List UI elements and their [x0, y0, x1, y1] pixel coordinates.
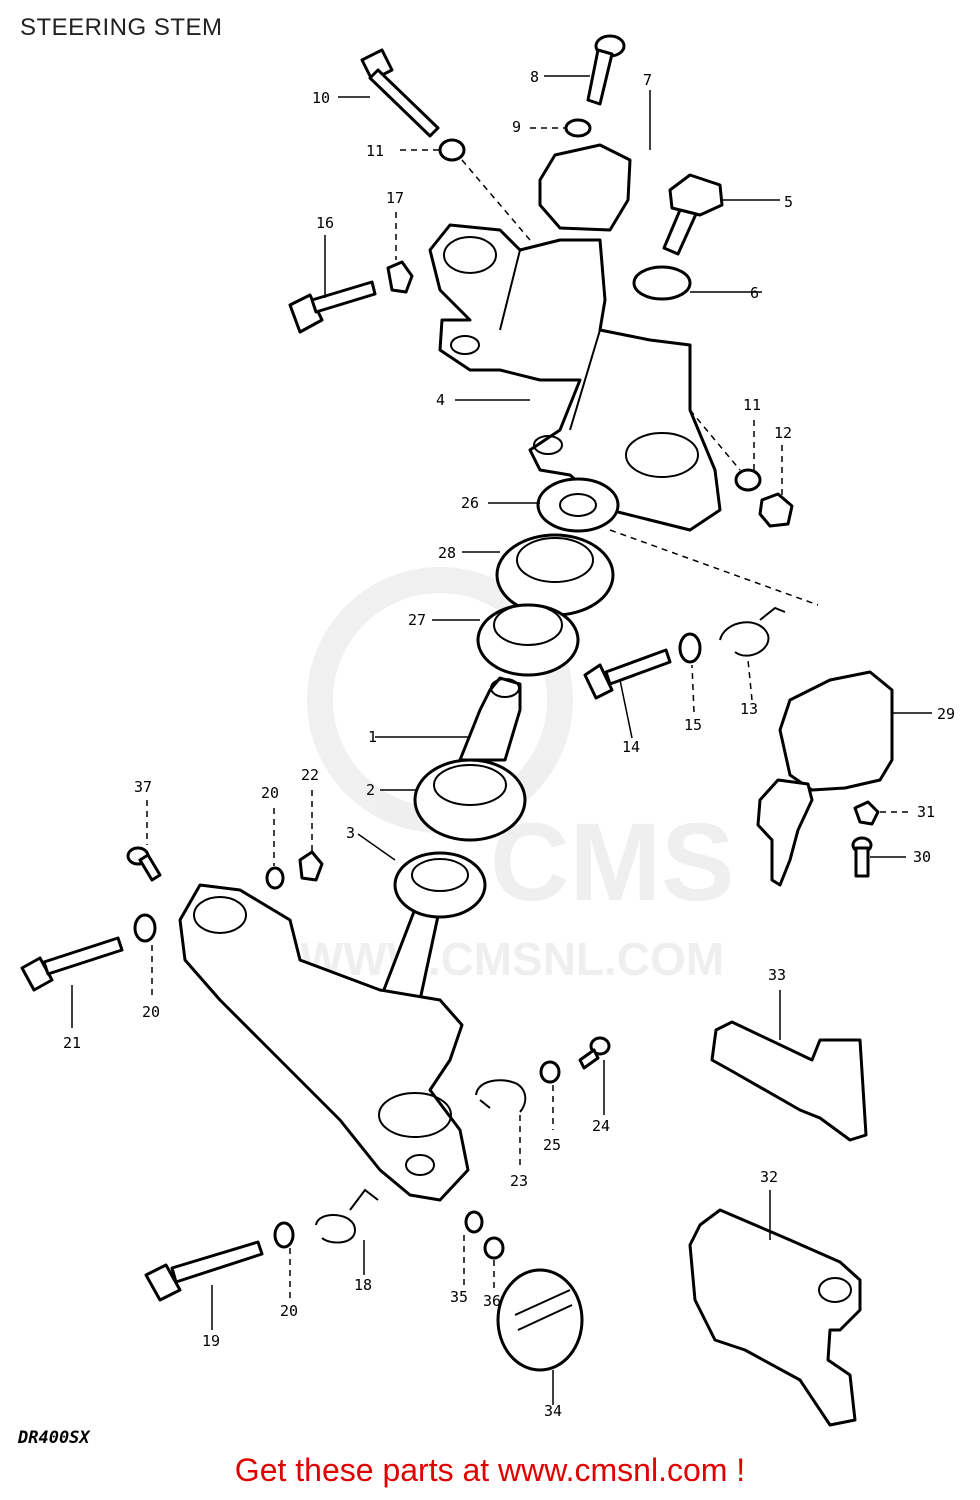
callout-5: 5 — [784, 193, 793, 211]
callout-13: 13 — [740, 700, 758, 718]
part-23-clamp[interactable] — [475, 1079, 527, 1113]
callout-16: 16 — [316, 214, 334, 232]
callout-34: 34 — [544, 1402, 562, 1420]
part-10-bolt[interactable] — [360, 48, 440, 138]
part-14-bolt[interactable] — [583, 648, 672, 700]
part-31-nut[interactable] — [853, 800, 880, 826]
watermark-url: WWW.CMSNL.COM — [300, 933, 724, 985]
part-27-bearing-race[interactable] — [476, 603, 580, 677]
callout-9: 9 — [512, 118, 521, 136]
part-18-clip[interactable] — [315, 1188, 379, 1244]
part-35-washer[interactable] — [464, 1210, 484, 1234]
callout-15: 15 — [684, 716, 702, 734]
callout-28: 28 — [438, 544, 456, 562]
part-25-nut[interactable] — [539, 1060, 561, 1084]
part-29-ignition-switch[interactable] — [756, 670, 894, 887]
callout-1: 1 — [368, 728, 377, 746]
leader-lines — [71, 75, 932, 1405]
part-5-bolt[interactable] — [662, 173, 724, 256]
callout-20c: 20 — [280, 1302, 298, 1320]
part-lower-bracket[interactable] — [178, 883, 470, 1202]
callout-26: 26 — [461, 494, 479, 512]
callout-35: 35 — [450, 1288, 468, 1306]
callout-21: 21 — [63, 1034, 81, 1052]
part-26-stem-nut[interactable] — [536, 477, 620, 533]
callout-3: 3 — [346, 824, 355, 842]
callout-25: 25 — [543, 1136, 561, 1154]
callout-18: 18 — [354, 1276, 372, 1294]
part-8-bolt[interactable] — [586, 34, 626, 106]
part-28-bearing[interactable] — [495, 533, 615, 617]
callout-2: 2 — [366, 781, 375, 799]
callout-37: 37 — [134, 778, 152, 796]
callout-32: 32 — [760, 1168, 778, 1186]
part-30-screw[interactable] — [851, 836, 873, 878]
part-20a-washer[interactable] — [133, 913, 157, 943]
part-20c-washer[interactable] — [273, 1221, 295, 1249]
callout-numbers: 10 11 8 9 7 5 6 16 17 4 11 12 26 28 27 1… — [63, 68, 955, 1420]
part-16-bolt[interactable] — [288, 280, 377, 334]
part-15-washer[interactable] — [678, 632, 702, 664]
callout-7: 7 — [643, 71, 652, 89]
callout-20a: 20 — [261, 784, 279, 802]
watermark-logo: CMS — [490, 801, 734, 924]
callout-23: 23 — [510, 1172, 528, 1190]
part-12-nut[interactable] — [758, 492, 794, 528]
callout-36: 36 — [483, 1292, 501, 1310]
callout-12: 12 — [774, 424, 792, 442]
callout-19: 19 — [202, 1332, 220, 1350]
model-code: DR400SX — [18, 1428, 90, 1448]
part-37-screw[interactable] — [126, 846, 162, 882]
part-3-bearing[interactable] — [393, 851, 487, 919]
part-7-handlebar-clamp[interactable] — [538, 143, 632, 232]
callout-4: 4 — [436, 391, 445, 409]
callout-33: 33 — [768, 966, 786, 984]
callout-14: 14 — [622, 738, 640, 756]
callout-17: 17 — [386, 189, 404, 207]
part-22-nut[interactable] — [298, 850, 324, 882]
part-13-clip[interactable] — [719, 606, 786, 657]
part-2-dust-seal[interactable] — [413, 758, 527, 842]
part-11b-washer[interactable] — [734, 468, 762, 492]
callout-11a: 11 — [366, 142, 384, 160]
promo-link[interactable]: Get these parts at www.cmsnl.com ! — [234, 1452, 746, 1488]
part-1-steering-stem[interactable] — [378, 676, 522, 1002]
callout-30: 30 — [913, 848, 931, 866]
callout-8: 8 — [530, 68, 539, 86]
callout-6: 6 — [750, 284, 759, 302]
callout-22: 22 — [301, 766, 319, 784]
callout-11b: 11 — [743, 396, 761, 414]
callout-27: 27 — [408, 611, 426, 629]
part-9-washer[interactable] — [564, 118, 592, 138]
part-34-cover[interactable] — [496, 1268, 584, 1372]
part-36-nut[interactable] — [483, 1236, 505, 1260]
part-19-bolt[interactable] — [144, 1240, 264, 1302]
part-21-bolt[interactable] — [20, 936, 124, 992]
callout-29: 29 — [937, 705, 955, 723]
part-32-lock-cylinder[interactable] — [688, 1208, 862, 1427]
part-20b-washer[interactable] — [265, 866, 285, 890]
callout-20b: 20 — [142, 1003, 160, 1021]
part-33-steering-lock[interactable] — [710, 1020, 868, 1142]
callout-31: 31 — [917, 803, 935, 821]
callout-10: 10 — [312, 89, 330, 107]
part-11-washer[interactable] — [438, 138, 466, 162]
part-17-nut[interactable] — [386, 260, 414, 294]
page-title: STEERING STEM — [20, 14, 223, 41]
part-4-upper-bracket[interactable] — [428, 223, 722, 532]
part-6-washer[interactable] — [632, 265, 692, 301]
part-24-screw[interactable] — [578, 1036, 611, 1070]
callout-24: 24 — [592, 1117, 610, 1135]
